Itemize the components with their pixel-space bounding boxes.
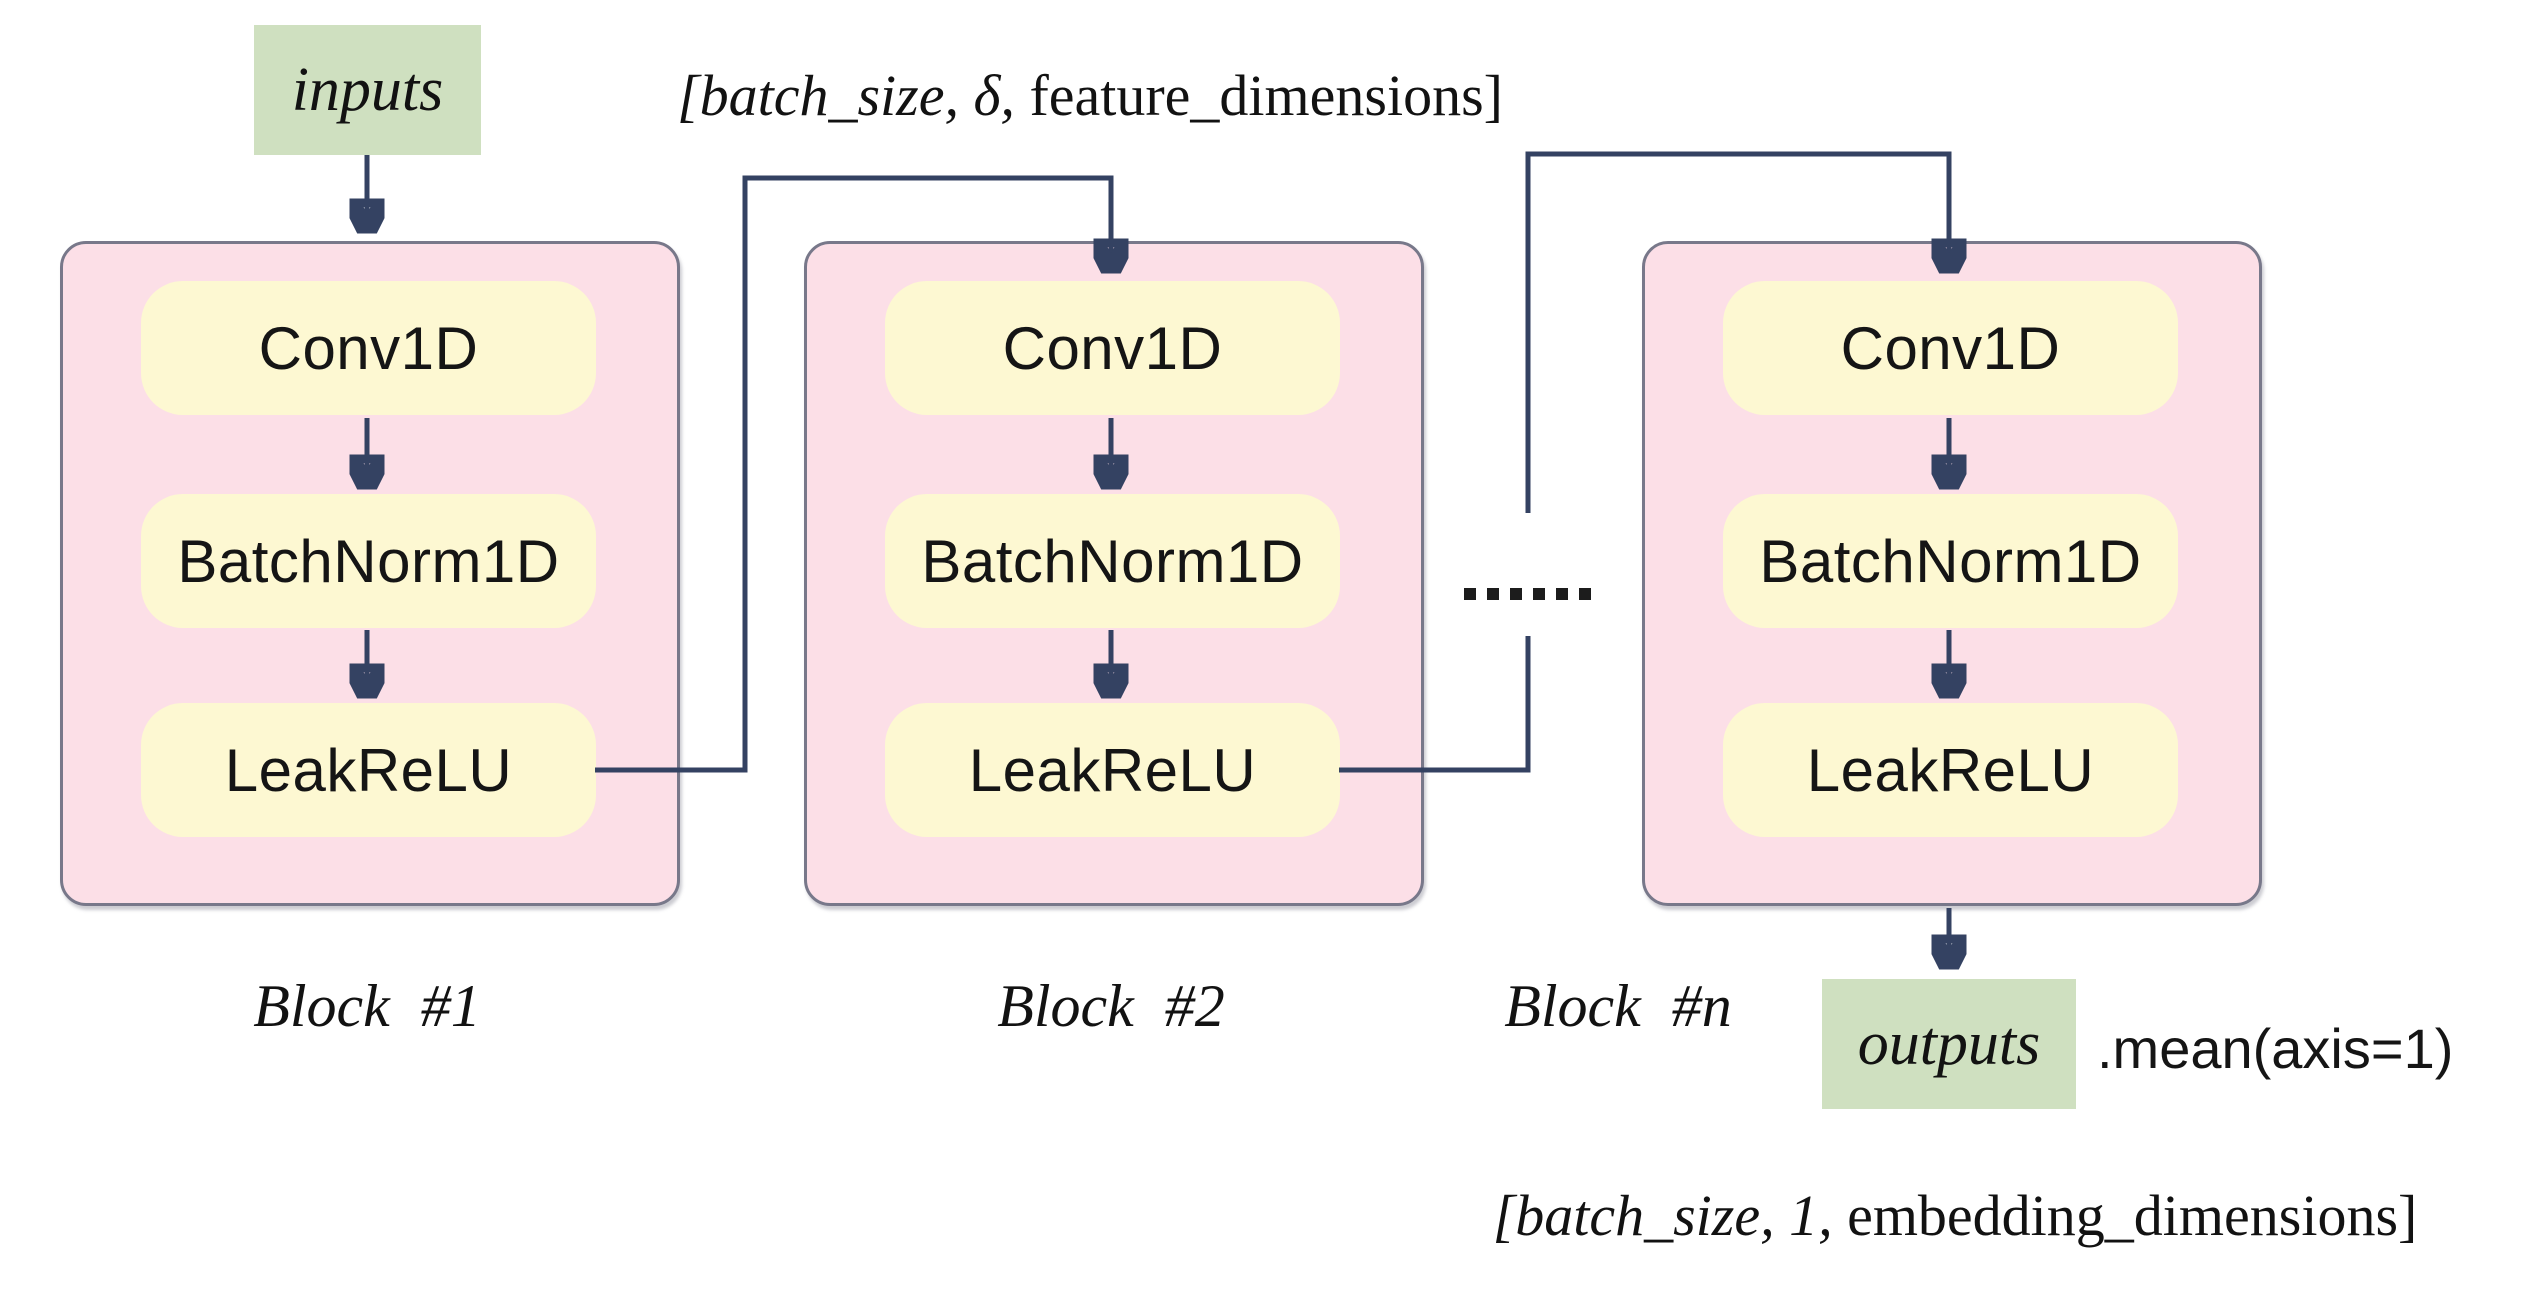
block-1-caption: Block #1 [253, 973, 481, 1039]
layer-label: Conv1D [1002, 314, 1223, 382]
input-shape-annotation: [batch_size, δ, feature_dimensions] [540, 62, 1640, 129]
layer-label: Conv1D [1840, 314, 2061, 382]
block-2-caption: Block #2 [997, 973, 1225, 1039]
ellipsis-dot [1533, 588, 1545, 600]
ellipsis-dot [1464, 588, 1476, 600]
layer-label: LeakReLU [1806, 736, 2095, 804]
outputs-label: outputs [1857, 1009, 2041, 1078]
block-1-container: Conv1D BatchNorm1D LeakReLU [60, 241, 680, 906]
block-n-layer-conv1d: Conv1D [1723, 281, 2178, 415]
layer-label: BatchNorm1D [921, 527, 1304, 595]
block-2-layer-conv1d: Conv1D [885, 281, 1340, 415]
input-shape-suffix: feature_dimensions] [1014, 63, 1503, 128]
block-2-container: Conv1D BatchNorm1D LeakReLU [804, 241, 1424, 906]
layer-label: Conv1D [258, 314, 479, 382]
inputs-label: inputs [291, 55, 444, 124]
block-1-layer-leakrelu: LeakReLU [141, 703, 596, 837]
output-shape-annotation: [batch_size, 1, embedding_dimensions] [1395, 1182, 2515, 1249]
outputs-box: outputs [1822, 979, 2076, 1109]
block-1-layer-batchnorm1d: BatchNorm1D [141, 494, 596, 628]
ellipsis-dot [1510, 588, 1522, 600]
block-1-layer-conv1d: Conv1D [141, 281, 596, 415]
block-n-layer-leakrelu: LeakReLU [1723, 703, 2178, 837]
block-n-container: Conv1D BatchNorm1D LeakReLU [1642, 241, 2262, 906]
layer-label: BatchNorm1D [1759, 527, 2142, 595]
input-shape-prefix: [batch_size, δ, [677, 63, 1015, 128]
ellipsis-dot [1556, 588, 1568, 600]
block-n-caption: Block #n [1504, 973, 1732, 1039]
block-n-layer-batchnorm1d: BatchNorm1D [1723, 494, 2178, 628]
output-shape-suffix: embedding_dimensions] [1832, 1183, 2418, 1248]
output-shape-prefix: [batch_size, 1, [1492, 1183, 1833, 1248]
layer-label: BatchNorm1D [177, 527, 560, 595]
layer-label: LeakReLU [224, 736, 513, 804]
inputs-box: inputs [254, 25, 481, 155]
block-2-layer-leakrelu: LeakReLU [885, 703, 1340, 837]
block-2-layer-batchnorm1d: BatchNorm1D [885, 494, 1340, 628]
ellipsis-dot [1487, 588, 1499, 600]
mean-axis-label: .mean(axis=1) [2097, 1017, 2454, 1080]
layer-label: LeakReLU [968, 736, 1257, 804]
ellipsis-dot [1579, 588, 1591, 600]
repeat-blocks-ellipsis [1464, 588, 1591, 600]
